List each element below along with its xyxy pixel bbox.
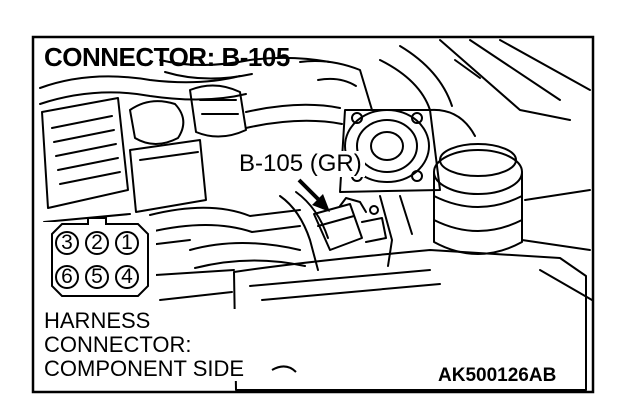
pin-2-label: 2 <box>91 231 103 254</box>
pin-4-label: 4 <box>121 265 133 288</box>
figure-code: AK500126AB <box>438 365 557 386</box>
harness-label-line-3: COMPONENT SIDE <box>44 356 245 381</box>
callout-arrow <box>297 178 330 212</box>
connector-callout-label: B-105 (GR) <box>236 151 365 177</box>
harness-label-line-2: CONNECTOR: <box>44 332 192 357</box>
connector-title: CONNECTOR: B-105 <box>44 42 290 72</box>
harness-connector-face <box>51 217 149 297</box>
pin-6-label: 6 <box>61 265 73 288</box>
pin-5-label: 5 <box>91 265 103 288</box>
pin-3-label: 3 <box>61 231 73 254</box>
harness-connector-label: HARNESS CONNECTOR: COMPONENT SIDE <box>44 308 249 381</box>
harness-label-line-1: HARNESS <box>44 308 151 333</box>
pin-1-label: 1 <box>121 231 133 254</box>
